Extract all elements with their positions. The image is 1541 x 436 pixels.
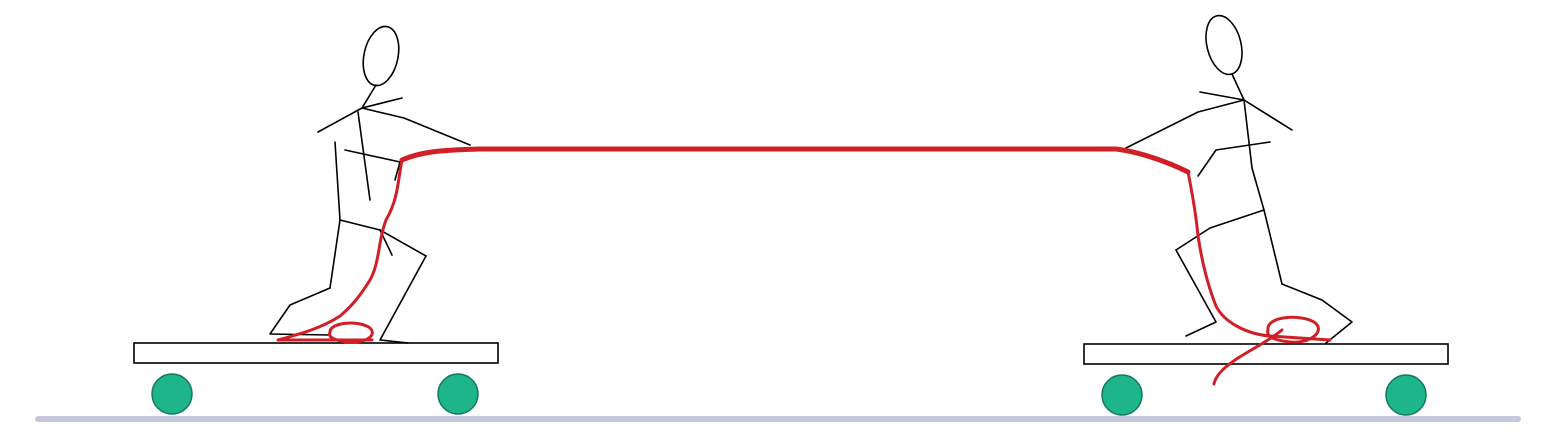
rope-left-foot-loop bbox=[328, 321, 374, 344]
left-figure-lower-arm bbox=[344, 149, 401, 181]
right-skateboard-deck bbox=[1083, 343, 1449, 365]
left-figure-head bbox=[362, 25, 400, 87]
left-skateboard-deck bbox=[133, 342, 499, 364]
right-figure-shin bbox=[1175, 249, 1217, 337]
right-figure-neck bbox=[1231, 73, 1245, 101]
right-figure-head bbox=[1205, 14, 1243, 76]
right-figure-back-leg bbox=[1281, 283, 1353, 344]
right-figure-lower-arm bbox=[1197, 141, 1271, 177]
right-cart bbox=[1083, 343, 1449, 416]
left-cart bbox=[133, 342, 499, 415]
left-figure-torso bbox=[329, 141, 341, 289]
left-stick-figure bbox=[269, 25, 471, 344]
left-figure-neck bbox=[361, 84, 377, 109]
right-figure-thigh bbox=[1175, 209, 1265, 251]
left-figure-upper-arm bbox=[361, 107, 471, 146]
rope-main-span bbox=[399, 146, 1191, 175]
rope-right-body-strand bbox=[1186, 170, 1332, 342]
rope-left-body-strand bbox=[276, 158, 404, 342]
rope bbox=[276, 146, 1332, 386]
left-cart-front-wheel bbox=[151, 373, 193, 415]
right-stick-figure bbox=[1125, 14, 1353, 344]
left-figure-shin bbox=[379, 255, 427, 344]
right-figure-upper-arm bbox=[1125, 99, 1245, 149]
rope-right-loose-end bbox=[1212, 328, 1284, 386]
left-figure-back-leg bbox=[269, 287, 331, 336]
left-figure-back bbox=[357, 111, 371, 201]
right-figure-torso bbox=[1243, 99, 1283, 285]
left-cart-rear-wheel bbox=[437, 373, 479, 415]
right-cart-front-wheel bbox=[1101, 374, 1143, 416]
right-cart-rear-wheel bbox=[1385, 374, 1427, 416]
